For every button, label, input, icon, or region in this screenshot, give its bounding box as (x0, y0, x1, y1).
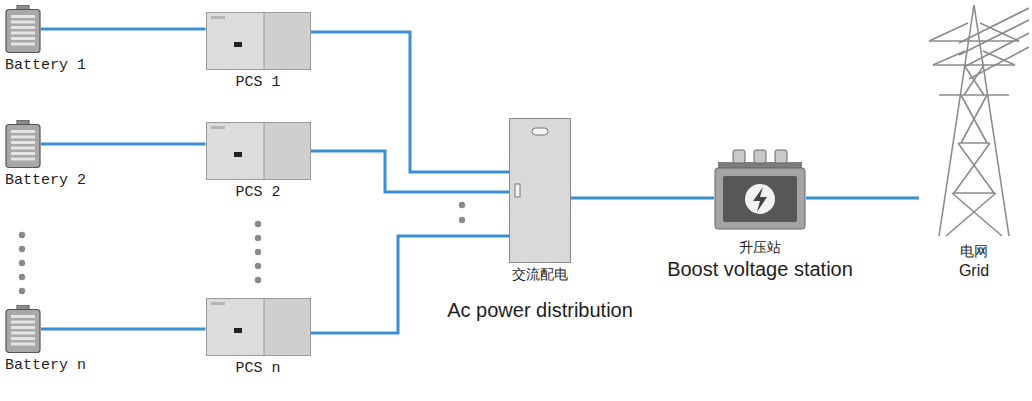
pcs-cabinet-icon (206, 12, 311, 70)
node-label: Battery n (5, 357, 86, 375)
pcs-node: PCS 2 (206, 122, 311, 202)
node-caption: Grid (959, 261, 989, 280)
power-cable (806, 197, 919, 200)
pcs-cabinet-icon (206, 298, 311, 356)
battery-icon (5, 5, 41, 53)
boost-station-icon (714, 148, 806, 230)
transmission-tower-icon (919, 3, 1029, 238)
boost-station-node: 升压站Boost voltage station (667, 148, 853, 281)
node-icon (5, 120, 41, 168)
node-caption: Boost voltage station (667, 257, 853, 281)
pcs-node: PCS n (206, 298, 311, 378)
node-icon (206, 298, 311, 356)
node-label: 交流配电 (512, 267, 568, 284)
node-label: Battery 2 (5, 172, 86, 190)
battery-node: Battery n (5, 305, 86, 375)
power-cable (41, 328, 206, 331)
node-caption: Ac power distribution (447, 298, 633, 322)
node-icon (5, 5, 41, 53)
node-icon (206, 122, 311, 180)
node-label: 升压站 (739, 240, 781, 257)
node-label: 电网 (960, 244, 988, 261)
battery-icon (5, 120, 41, 168)
battery-icon (5, 305, 41, 353)
power-cable (41, 28, 206, 31)
node-label: PCS n (235, 360, 280, 378)
grid-node: 电网Grid (919, 3, 1029, 280)
pcs-node: PCS 1 (206, 12, 311, 92)
ac-distribution-node: 交流配电 Ac power distribution (447, 118, 633, 322)
node-label: Battery 1 (5, 57, 86, 75)
node-icon (5, 305, 41, 353)
power-cable (311, 151, 510, 192)
node-icon (206, 12, 311, 70)
ac-distribution-cabinet-icon (509, 118, 571, 263)
power-cable (571, 197, 714, 200)
node-label: PCS 2 (235, 184, 280, 202)
power-cable (41, 143, 206, 146)
pcs-cabinet-icon (206, 122, 311, 180)
node-icon (919, 3, 1029, 238)
node-icon (714, 148, 806, 230)
node-icon (509, 118, 571, 263)
battery-node: Battery 2 (5, 120, 86, 190)
node-label: PCS 1 (235, 74, 280, 92)
battery-node: Battery 1 (5, 5, 86, 75)
